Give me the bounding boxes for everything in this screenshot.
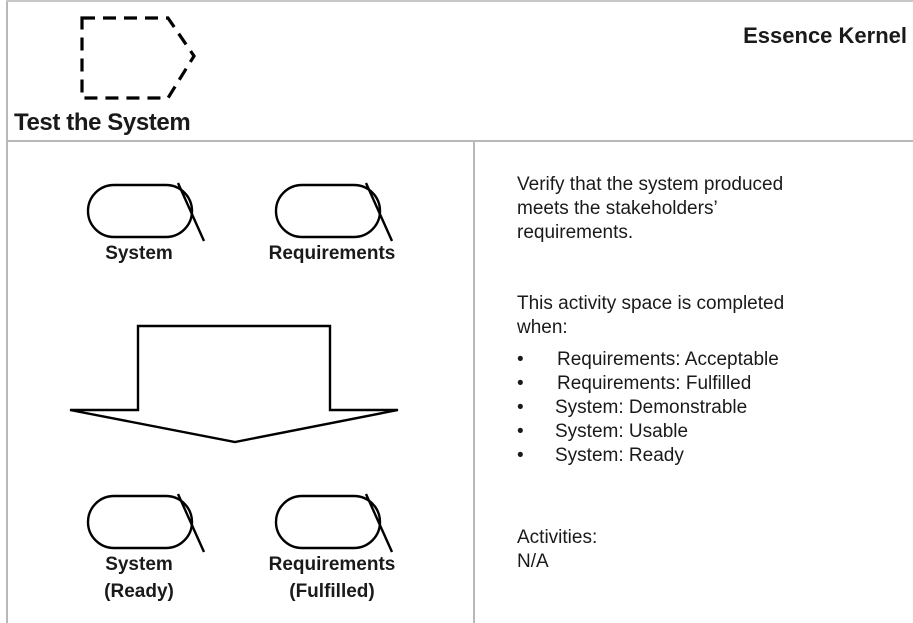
criterion-item: Requirements: Fulfilled bbox=[517, 372, 779, 396]
input-label-requirements: Requirements bbox=[268, 243, 396, 264]
alpha-icon bbox=[274, 493, 394, 553]
kernel-label: Essence Kernel bbox=[743, 23, 907, 48]
activities-section: Activities: N/A bbox=[517, 526, 907, 574]
header-divider bbox=[6, 140, 913, 142]
description-line: Verify that the system produced bbox=[517, 174, 784, 195]
down-arrow-icon bbox=[69, 324, 399, 444]
description-line: meets the stakeholders’ bbox=[517, 198, 718, 219]
output-label-system-name: System bbox=[105, 554, 173, 575]
description-line: requirements. bbox=[517, 222, 634, 243]
output-label-requirements-state: (Fulfilled) bbox=[289, 581, 375, 602]
page-title: Test the System bbox=[14, 109, 191, 136]
criterion-item: System: Ready bbox=[517, 444, 779, 468]
completion-intro: This activity space is completed when: bbox=[517, 292, 907, 340]
completion-line: when: bbox=[517, 317, 568, 338]
column-divider bbox=[473, 141, 475, 623]
alpha-icon bbox=[274, 182, 394, 242]
criterion-item: Requirements: Acceptable bbox=[517, 348, 779, 372]
output-label-requirements: Requirements (Fulfilled) bbox=[252, 553, 412, 604]
input-label-system: System bbox=[105, 243, 173, 264]
dashed-activity-space-icon bbox=[80, 16, 196, 100]
output-label-system-state: (Ready) bbox=[104, 581, 174, 602]
activities-value: N/A bbox=[517, 551, 549, 572]
alpha-icon bbox=[86, 182, 206, 242]
activities-heading: Activities: bbox=[517, 527, 598, 548]
alpha-icon bbox=[86, 493, 206, 553]
output-label-requirements-name: Requirements bbox=[268, 554, 396, 575]
output-label-system: System (Ready) bbox=[84, 553, 194, 604]
completion-criteria-list: Requirements: Acceptable Requirements: F… bbox=[517, 348, 779, 468]
criterion-item: System: Usable bbox=[517, 420, 779, 444]
completion-line: This activity space is completed bbox=[517, 293, 785, 314]
criterion-item: System: Demonstrable bbox=[517, 396, 779, 420]
activity-description: Verify that the system produced meets th… bbox=[517, 173, 907, 245]
card-left-border bbox=[6, 0, 8, 623]
card-top-border bbox=[6, 0, 913, 2]
